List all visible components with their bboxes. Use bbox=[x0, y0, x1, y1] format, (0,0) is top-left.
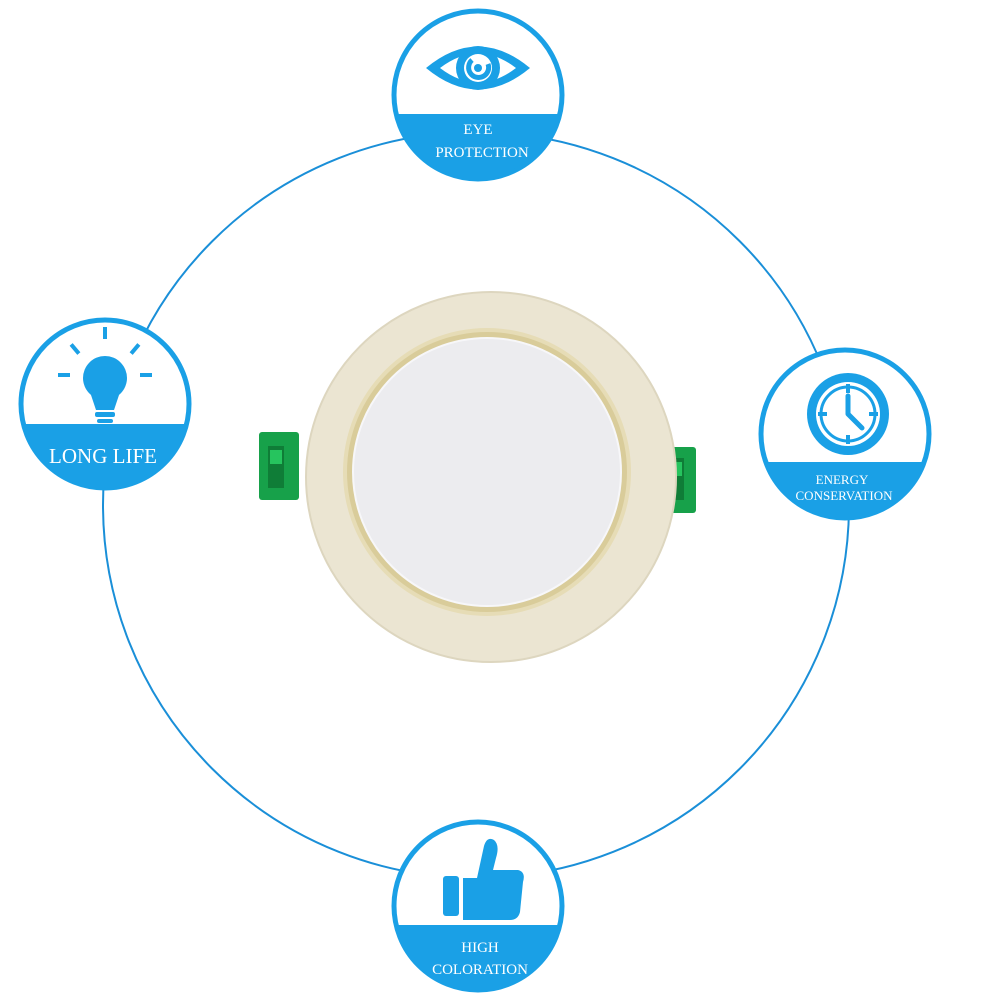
feature-badge-energy-conservation: ENERGY CONSERVATION bbox=[758, 347, 932, 521]
badge-label-line-2: CONSERVATION bbox=[796, 488, 894, 503]
thumbs-up-icon bbox=[443, 838, 524, 920]
eye-icon bbox=[426, 46, 530, 90]
feature-badge-long-life: LONG LIFE bbox=[18, 317, 192, 491]
badge-label-line-1: HIGH bbox=[461, 940, 499, 956]
lightbulb-icon bbox=[58, 327, 152, 423]
downlight-fixture bbox=[259, 291, 696, 663]
badge-label-line-2: PROTECTION bbox=[435, 145, 529, 161]
badge-label-line-2: COLORATION bbox=[432, 962, 528, 978]
badge-label-line-1: EYE bbox=[463, 122, 492, 138]
feature-badge-high-coloration: HIGH COLORATION bbox=[391, 819, 565, 993]
mounting-clip-left bbox=[259, 432, 299, 500]
clock-icon bbox=[807, 373, 889, 455]
badge-label-line-1: ENERGY bbox=[816, 472, 869, 487]
badge-label-line-1: LONG LIFE bbox=[49, 444, 157, 468]
feature-badge-eye-protection: EYE PROTECTION bbox=[391, 8, 565, 182]
fixture-lens bbox=[353, 338, 621, 606]
